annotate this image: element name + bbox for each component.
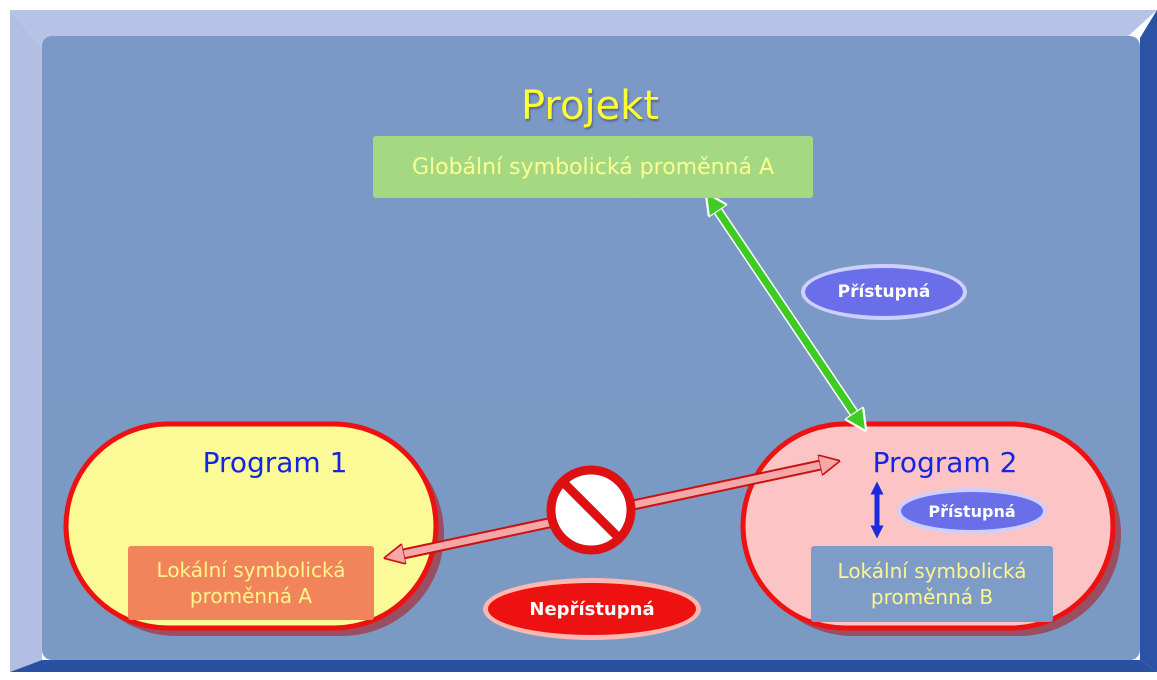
frame-bevel-bottom: [10, 660, 1157, 672]
global-access-badge: Přístupná: [801, 264, 967, 320]
local-access-badge: Přístupná: [897, 488, 1047, 534]
local-variable-a-box: Lokální symbolická proměnná A: [128, 546, 374, 620]
frame-bevel-left: [10, 10, 42, 672]
local-variable-b-box: Lokální symbolická proměnná B: [811, 546, 1053, 622]
denied-access-badge: Nepřístupná: [483, 578, 701, 640]
program2-title: Program 2: [872, 445, 1018, 479]
no-entry-icon: [546, 465, 636, 555]
global-variable-box: Globální symbolická proměnná A: [373, 136, 813, 198]
global-access-arrow: [712, 202, 860, 422]
program1-title: Program 1: [202, 445, 348, 479]
project-title: Projekt: [520, 83, 660, 129]
frame-bevel-right: [1140, 10, 1157, 672]
